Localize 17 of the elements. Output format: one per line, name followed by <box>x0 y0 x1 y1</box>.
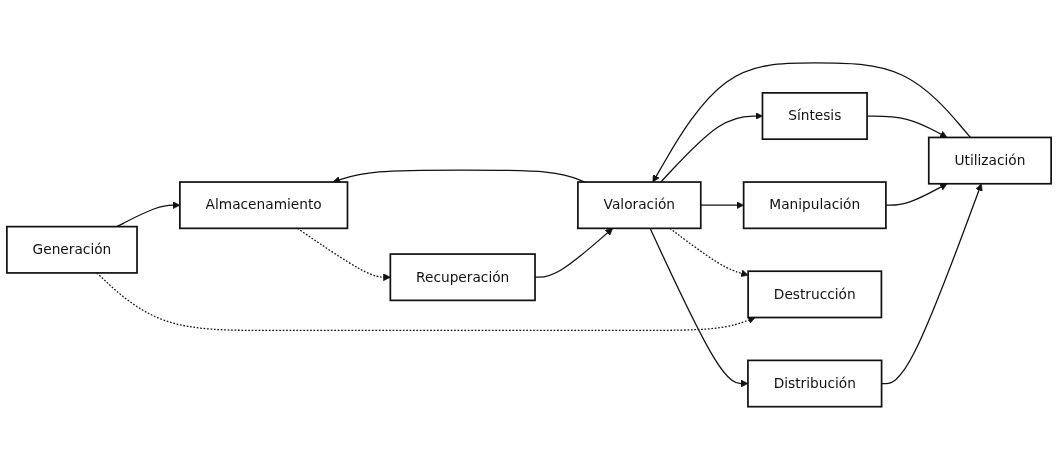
arrow <box>885 183 948 207</box>
node-box: Distribución <box>747 359 883 408</box>
arrow <box>660 112 763 183</box>
node-box: Almacenamiento <box>179 181 349 230</box>
node-box: Recuperación <box>389 253 536 302</box>
arrow <box>669 227 749 278</box>
node-box: Generación <box>6 226 138 274</box>
node-box: Utilización <box>927 136 1052 185</box>
arrow <box>332 169 586 184</box>
node-box: Manipulación <box>742 181 887 230</box>
node-box: Valoración <box>577 181 702 230</box>
arrow <box>96 272 756 332</box>
arrow <box>652 62 972 183</box>
arrow <box>649 227 749 388</box>
arrow <box>700 201 744 210</box>
node-box: Síntesis <box>761 92 868 141</box>
node-box: Destrucción <box>747 270 883 319</box>
